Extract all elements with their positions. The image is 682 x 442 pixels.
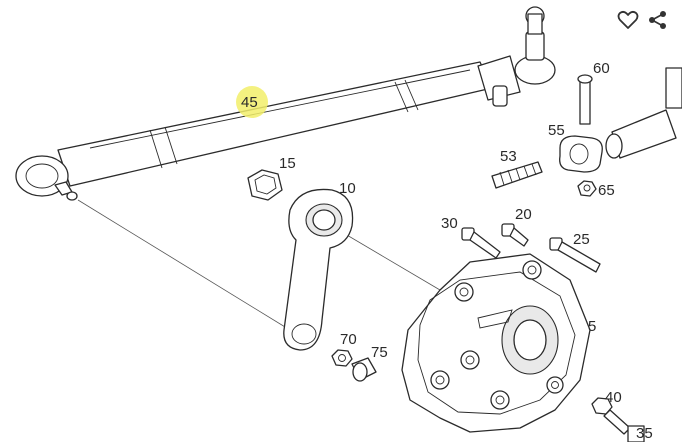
callout-55[interactable]: 55: [548, 122, 565, 139]
callout-45[interactable]: 45: [241, 94, 258, 111]
callout-60[interactable]: 60: [593, 60, 610, 77]
cap-75: [351, 357, 377, 382]
share-button[interactable]: [646, 8, 670, 32]
callout-5[interactable]: 5: [588, 318, 596, 335]
bolt-40: [591, 397, 631, 435]
pitman-arm-10: [283, 188, 354, 351]
right-ball-joint: [477, 6, 556, 107]
gear-housing-5: [401, 253, 591, 433]
callout-20[interactable]: 20: [515, 206, 532, 223]
callout-30[interactable]: 30: [441, 215, 458, 232]
callout-10[interactable]: 10: [339, 180, 356, 197]
bolt-20: [501, 223, 529, 247]
share-icon: [649, 11, 666, 29]
right-tie-rod-end: [605, 67, 682, 159]
callout-40[interactable]: 40: [605, 389, 622, 406]
callout-25[interactable]: 25: [573, 231, 590, 248]
leader-lines: [77, 199, 441, 331]
favorite-button[interactable]: [616, 8, 640, 32]
callout-35[interactable]: 35: [636, 425, 653, 442]
callout-65[interactable]: 65: [598, 182, 615, 199]
callout-labels: 45 60 55 53 65 15 10 30 20 25 5 70 75 40…: [241, 60, 653, 442]
callout-15[interactable]: 15: [279, 155, 296, 172]
callout-53[interactable]: 53: [500, 148, 517, 165]
bolt-25: [549, 237, 601, 273]
left-ball-joint: [15, 155, 78, 201]
heart-outline-icon: [617, 10, 639, 29]
clamp-55: [559, 135, 603, 173]
nut-70: [331, 349, 353, 367]
nut-65: [577, 180, 597, 197]
spring-53: [491, 161, 543, 189]
part-35: [627, 425, 645, 442]
bolt-30: [461, 227, 501, 259]
callout-70[interactable]: 70: [340, 331, 357, 348]
hex-nut-15: [247, 169, 283, 201]
callout-highlight: [236, 86, 268, 118]
callout-75[interactable]: 75: [371, 344, 388, 361]
bolt-60: [577, 74, 593, 125]
drag-link-rod: [57, 61, 493, 187]
